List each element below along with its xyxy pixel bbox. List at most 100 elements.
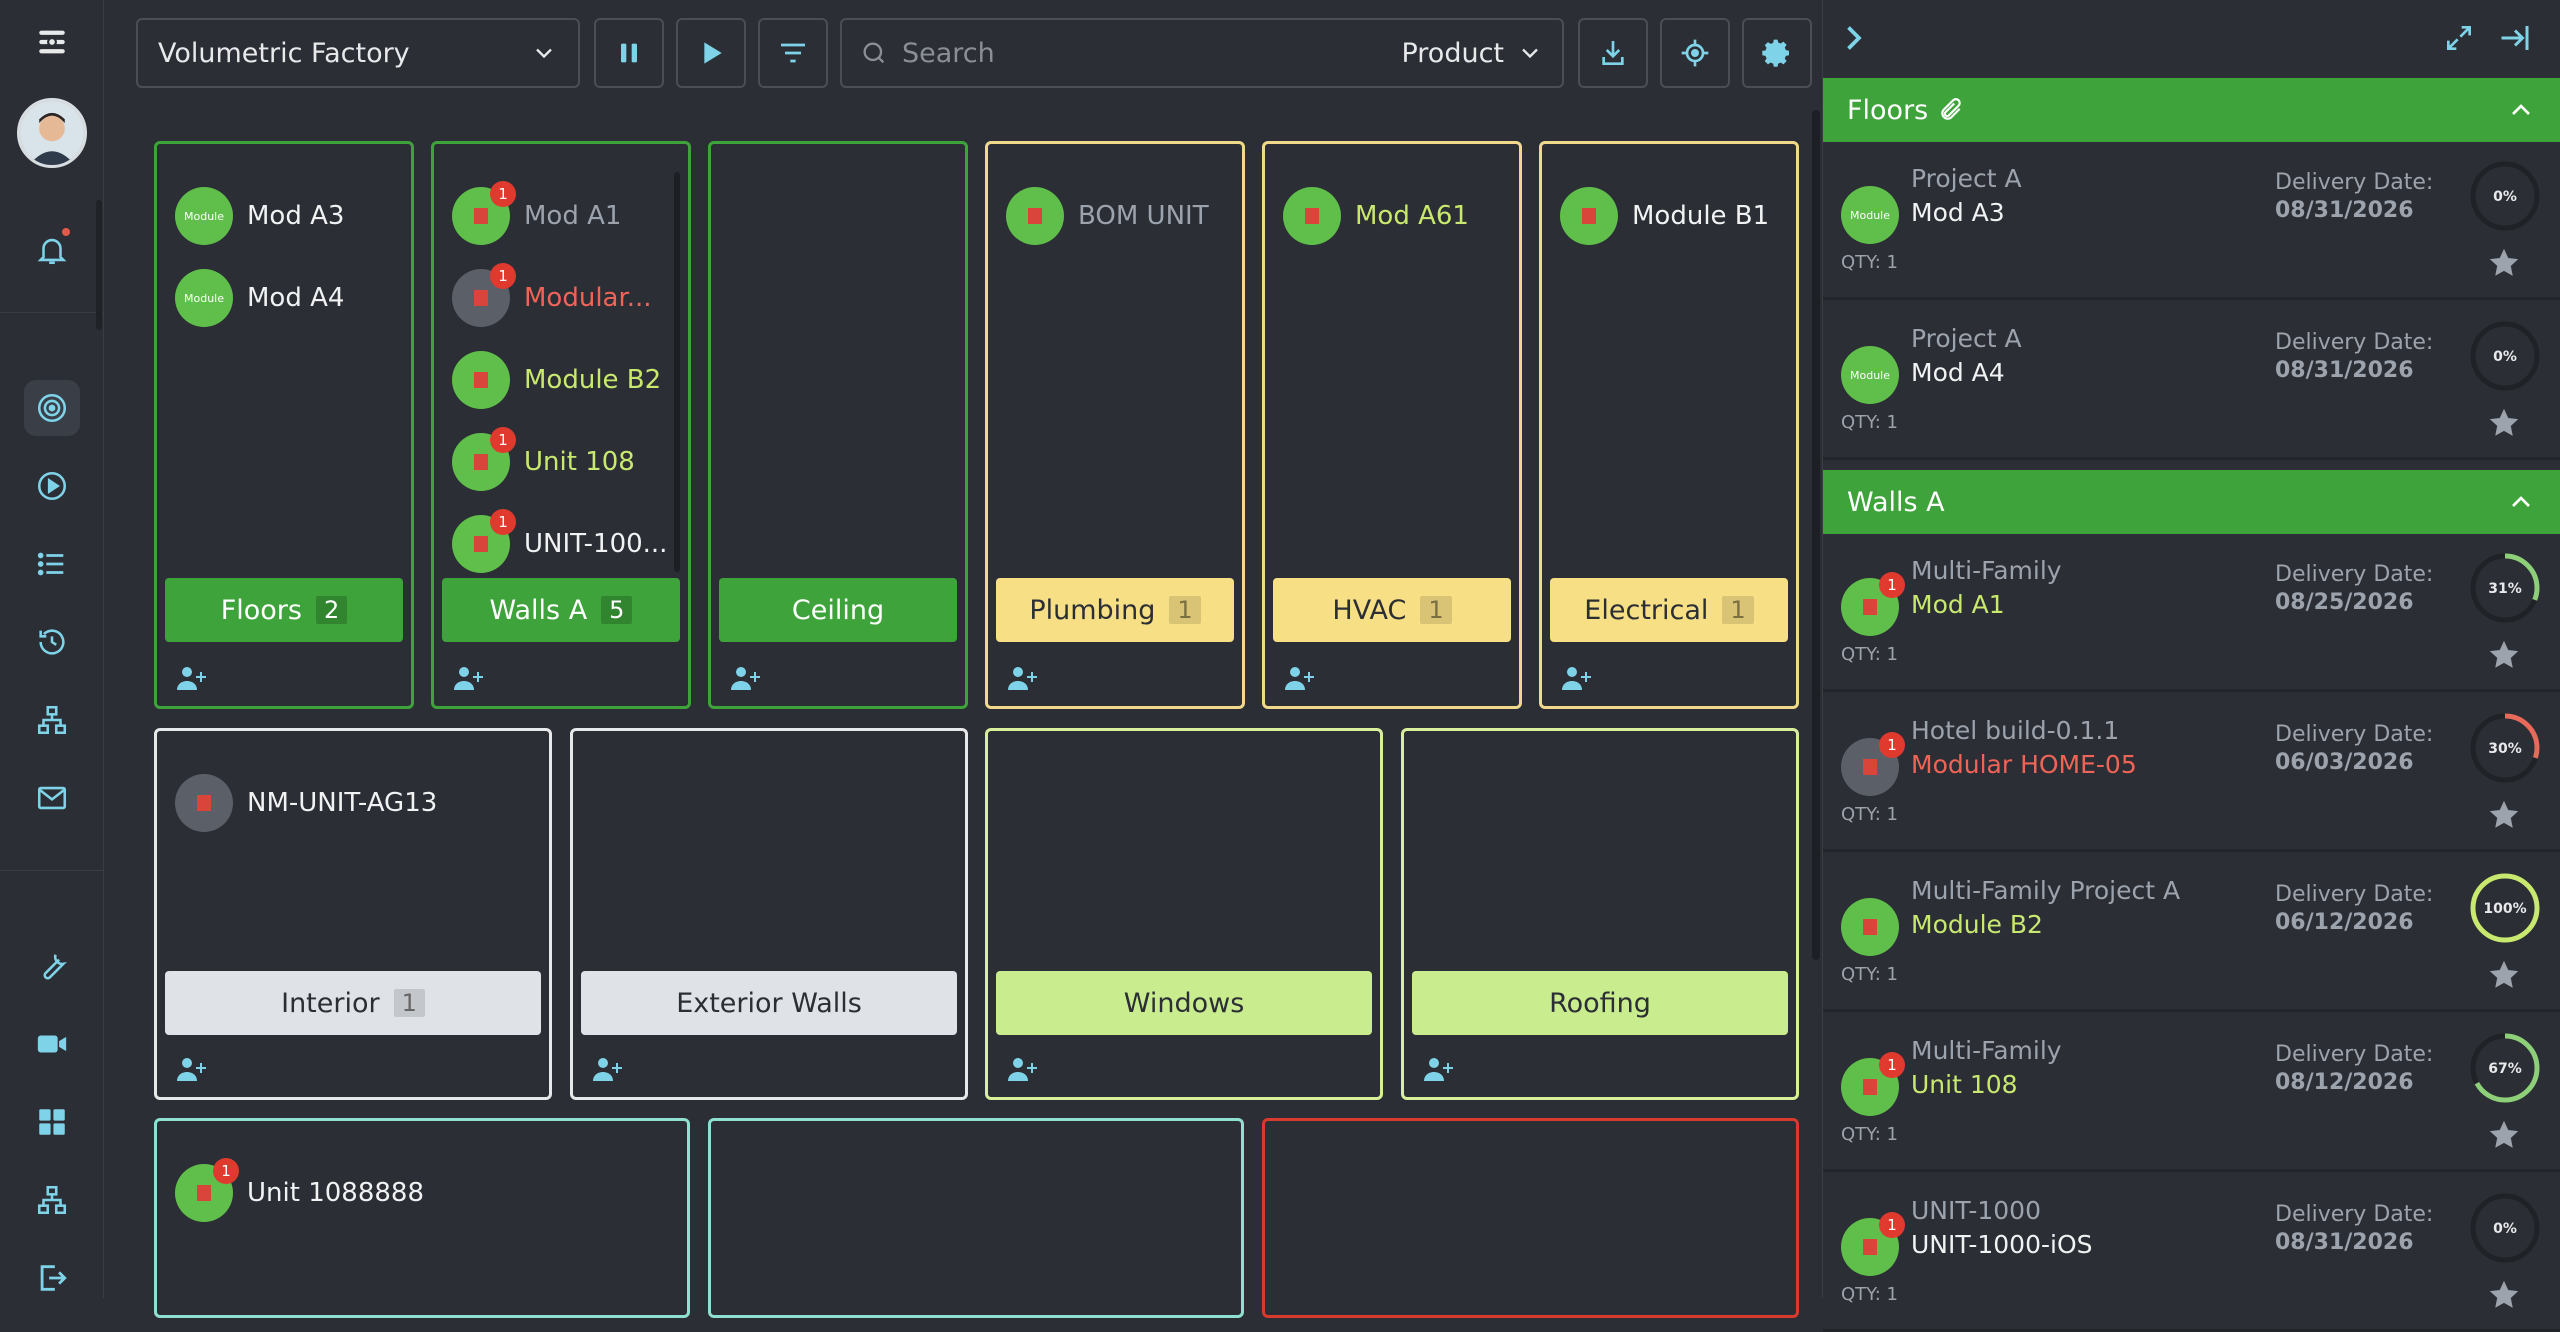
station-pill-roofing[interactable]: Roofing <box>1412 971 1788 1035</box>
list-item[interactable]: Module B1 <box>1560 186 1769 246</box>
panel-row[interactable]: 1 Multi-Family Unit 108 QTY: 1 Delivery … <box>1823 1014 2560 1172</box>
sitemap-icon[interactable] <box>24 1172 80 1228</box>
add-user-icon[interactable] <box>175 1055 207 1083</box>
station-pill-plumbing[interactable]: Plumbing 1 <box>996 578 1234 642</box>
list-icon[interactable] <box>24 536 80 592</box>
panel-row[interactable]: 1 Hotel build-0.1.1 Modular HOME-05 QTY:… <box>1823 694 2560 852</box>
collapse-panel-icon[interactable] <box>2497 20 2533 56</box>
board-scrollbar[interactable] <box>1812 110 1820 960</box>
project-name: Multi-Family Project A <box>1911 876 2180 905</box>
add-user-icon[interactable] <box>1006 1055 1038 1083</box>
search-input[interactable]: Search <box>902 38 1401 69</box>
unit-name[interactable]: Unit 108 <box>1911 1070 2018 1099</box>
settings-button[interactable] <box>1742 18 1812 88</box>
station-pill-ceiling[interactable]: Ceiling <box>719 578 957 642</box>
target-icon[interactable] <box>24 380 80 436</box>
unit-name[interactable]: Mod A3 <box>1911 198 2005 227</box>
app-logo-icon[interactable] <box>24 14 80 70</box>
play-circle-icon[interactable] <box>24 458 80 514</box>
factory-select[interactable]: Volumetric Factory <box>136 18 580 88</box>
panel-row[interactable]: 1 Multi-Family Mod A1 QTY: 1 Delivery Da… <box>1823 534 2560 692</box>
station-card-floors[interactable]: Module Mod A3 Module Mod A4 Floors 2 <box>154 141 414 709</box>
list-item[interactable]: BOM UNIT <box>1006 186 1209 246</box>
panel-row[interactable]: 1 UNIT-1000 UNIT-1000-iOS QTY: 1 Deliver… <box>1823 1174 2560 1332</box>
locate-button[interactable] <box>1660 18 1730 88</box>
station-card-hvac[interactable]: Mod A61 HVAC 1 <box>1262 141 1522 709</box>
station-card-red[interactable] <box>1262 1118 1799 1318</box>
unit-name[interactable]: Mod A4 <box>1911 358 2005 387</box>
unit-name[interactable]: Modular HOME-05 <box>1911 750 2137 779</box>
star-icon[interactable] <box>2487 406 2521 440</box>
station-pill-interior[interactable]: Interior 1 <box>165 971 541 1035</box>
station-card-interior[interactable]: NM-UNIT-AG13 Interior 1 <box>154 728 552 1100</box>
list-item[interactable]: 1 Mod A1 <box>452 186 621 246</box>
station-card-exterior-walls[interactable]: Exterior Walls <box>570 728 968 1100</box>
list-item[interactable]: Module Mod A3 <box>175 186 344 246</box>
station-pill-hvac[interactable]: HVAC 1 <box>1273 578 1511 642</box>
notifications-bell-icon[interactable] <box>24 222 80 278</box>
station-pill-electrical[interactable]: Electrical 1 <box>1550 578 1788 642</box>
station-card-teal-empty[interactable] <box>708 1118 1244 1318</box>
panel-row[interactable]: Multi-Family Project A Module B2 QTY: 1 … <box>1823 854 2560 1012</box>
star-icon[interactable] <box>2487 1278 2521 1312</box>
filter-button[interactable] <box>758 18 828 88</box>
list-item[interactable]: NM-UNIT-AG13 <box>175 773 437 833</box>
star-icon[interactable] <box>2487 1118 2521 1152</box>
hierarchy-icon[interactable] <box>24 692 80 748</box>
chevron-right-icon[interactable] <box>1835 20 1871 56</box>
unit-name[interactable]: UNIT-1000-iOS <box>1911 1230 2093 1259</box>
add-user-icon[interactable] <box>1422 1055 1454 1083</box>
station-pill-floors[interactable]: Floors 2 <box>165 578 403 642</box>
play-button[interactable] <box>676 18 746 88</box>
user-avatar[interactable] <box>17 98 87 168</box>
expand-icon[interactable] <box>2443 20 2475 56</box>
search-bar[interactable]: Search Product <box>840 18 1564 88</box>
add-user-icon[interactable] <box>452 664 484 692</box>
station-pill-windows[interactable]: Windows <box>996 971 1372 1035</box>
add-user-icon[interactable] <box>729 664 761 692</box>
section-header-floors[interactable]: Floors <box>1823 78 2560 142</box>
list-item[interactable]: Module Mod A4 <box>175 268 344 328</box>
add-user-icon[interactable] <box>175 664 207 692</box>
star-icon[interactable] <box>2487 798 2521 832</box>
list-item[interactable]: 1 Modular... <box>452 268 652 328</box>
list-item[interactable]: Mod A61 <box>1283 186 1469 246</box>
video-camera-icon[interactable] <box>24 1016 80 1072</box>
panel-row[interactable]: Module Project A Mod A3 QTY: 1 Delivery … <box>1823 142 2560 300</box>
list-item[interactable]: 1 Unit 108 <box>452 432 635 492</box>
star-icon[interactable] <box>2487 958 2521 992</box>
download-button[interactable] <box>1578 18 1648 88</box>
search-scope-select[interactable]: Product <box>1401 38 1504 69</box>
station-card-ceiling[interactable]: Ceiling <box>708 141 968 709</box>
list-item[interactable]: 1 UNIT-100... <box>452 514 667 574</box>
chevron-up-icon[interactable] <box>2505 486 2537 518</box>
unit-name[interactable]: Mod A1 <box>1911 590 2005 619</box>
nav-scrollbar[interactable] <box>96 200 102 330</box>
chevron-up-icon[interactable] <box>2505 94 2537 126</box>
card-scrollbar[interactable] <box>674 172 680 572</box>
add-user-icon[interactable] <box>1283 664 1315 692</box>
station-card-electrical[interactable]: Module B1 Electrical 1 <box>1539 141 1799 709</box>
section-header-walls-a[interactable]: Walls A <box>1823 470 2560 534</box>
star-icon[interactable] <box>2487 638 2521 672</box>
panel-row[interactable]: Module Project A Mod A4 QTY: 1 Delivery … <box>1823 302 2560 460</box>
add-user-icon[interactable] <box>1560 664 1592 692</box>
add-user-icon[interactable] <box>591 1055 623 1083</box>
station-card-windows[interactable]: Windows <box>985 728 1383 1100</box>
history-icon[interactable] <box>24 614 80 670</box>
list-item[interactable]: Module B2 <box>452 350 661 410</box>
station-pill-exterior-walls[interactable]: Exterior Walls <box>581 971 957 1035</box>
station-card-walls-a[interactable]: 1 Mod A1 1 Modular... Module B2 1 Unit 1… <box>431 141 691 709</box>
star-icon[interactable] <box>2487 246 2521 280</box>
wrench-icon[interactable] <box>24 938 80 994</box>
list-item[interactable]: 1 Unit 1088888 <box>175 1163 424 1223</box>
mail-icon[interactable] <box>24 770 80 826</box>
unit-name[interactable]: Module B2 <box>1911 910 2043 939</box>
station-pill-walls-a[interactable]: Walls A 5 <box>442 578 680 642</box>
station-card-roofing[interactable]: Roofing <box>1401 728 1799 1100</box>
add-user-icon[interactable] <box>1006 664 1038 692</box>
pause-button[interactable] <box>594 18 664 88</box>
station-card-plumbing[interactable]: BOM UNIT Plumbing 1 <box>985 141 1245 709</box>
station-card-teal[interactable]: 1 Unit 1088888 <box>154 1118 690 1318</box>
dashboard-grid-icon[interactable] <box>24 1094 80 1150</box>
